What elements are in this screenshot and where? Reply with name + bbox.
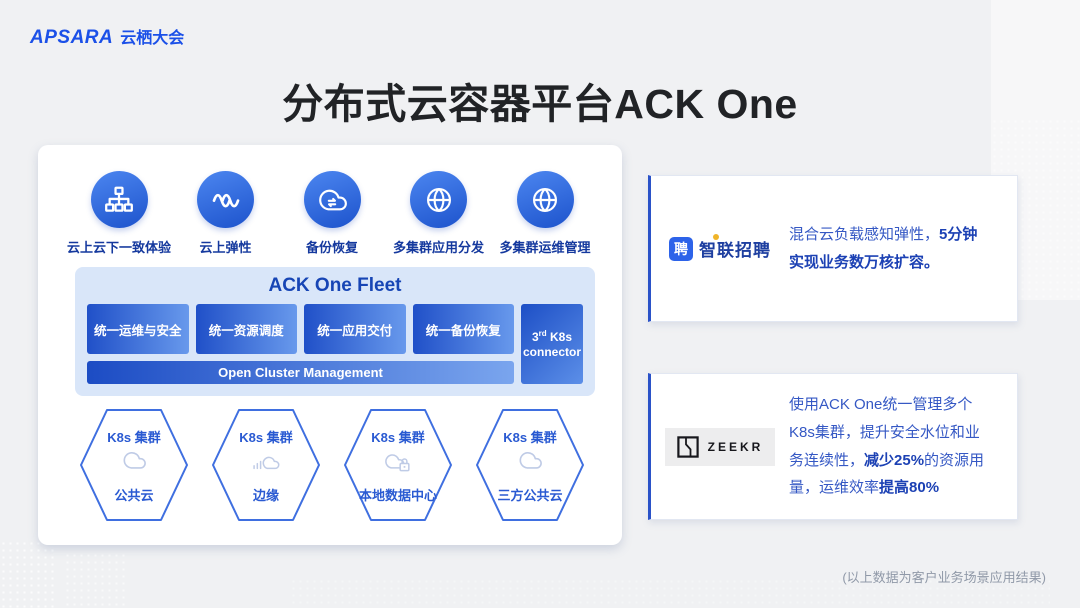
case-card-zeekr: ZEEKR 使用ACK One统一管理多个K8s集群，提升安全水位和业务连续性，…: [648, 373, 1018, 520]
globe-icon: [410, 171, 467, 228]
zhaopin-logo: 聘 智联招聘: [651, 234, 789, 261]
fleet-panel: ACK One Fleet 统一运维与安全 统一资源调度 统一应用交付 统一备份…: [75, 267, 595, 396]
globe-icon: [516, 171, 574, 228]
cloud-lock-icon: [381, 450, 415, 481]
feature-consistent-experience: 云上云下一致体验: [66, 171, 172, 256]
zeekr-case-text: 使用ACK One统一管理多个K8s集群，提升安全水位和业务连续性，减少25%的…: [789, 391, 1017, 502]
fleet-grid: 统一运维与安全 统一资源调度 统一应用交付 统一备份恢复 3rd K8s con…: [87, 304, 583, 384]
case-text-segment: 使用ACK One统一管理多个K8s集群，提升安全水位和业务连续性，: [789, 396, 980, 469]
cluster-local-datacenter: K8s 集群 本地数据中心: [342, 407, 454, 523]
cluster-title: K8s 集群: [107, 429, 161, 445]
architecture-card: 云上云下一致体验 云上弹性 备份恢复: [38, 145, 622, 545]
hexagon-outline: [344, 409, 452, 521]
fleet-module-app-delivery: 统一应用交付: [304, 304, 406, 354]
open-cluster-management-bar: Open Cluster Management: [87, 361, 514, 384]
hexagon-outline: [80, 409, 188, 521]
feature-label: 备份恢复: [305, 240, 358, 255]
case-text-segment: 的资源用量，运维效率: [789, 451, 985, 497]
cluster-type: 本地数据中心: [358, 487, 437, 503]
fleet-title: ACK One Fleet: [268, 275, 402, 296]
zeekr-logo: ZEEKR: [651, 427, 789, 466]
connector-number: 3: [531, 329, 539, 344]
zeekr-mark-icon: [676, 435, 699, 458]
event-logo: APSARA 云栖大会: [30, 24, 184, 49]
cluster-title: K8s 集群: [239, 429, 293, 445]
fleet-module-resource-scheduling: 统一资源调度: [195, 304, 297, 354]
cluster-type: 边缘: [252, 487, 279, 503]
zeekr-company-name: ZEEKR: [707, 439, 764, 454]
zhaopin-case-text: 混合云负载感知弹性，5分钟实现业务数万核扩容。: [789, 221, 1017, 277]
connector-text: K8s connector: [523, 329, 582, 359]
case-text-highlight: 5分钟实现业务数万核扩容: [789, 225, 978, 271]
feature-multicluster-distribution: 多集群应用分发: [386, 171, 492, 256]
feature-cloud-elasticity: 云上弹性: [173, 171, 279, 256]
cluster-row: K8s 集群 公共云 K8s 集群: [78, 407, 586, 523]
cluster-thirdparty-public-cloud: K8s 集群 三方公共云: [474, 407, 586, 523]
cluster-type: 公共云: [114, 487, 154, 503]
fleet-module-backup-restore: 统一备份恢复: [412, 304, 514, 354]
cloud-icon: [117, 450, 151, 481]
feature-label: 多集群应用分发: [392, 240, 484, 255]
cloud-backup-sync-icon: [303, 171, 361, 228]
deco-dots-bottom-center: [290, 578, 1050, 608]
cloud-icon: [513, 450, 547, 481]
cluster-title: K8s 集群: [503, 429, 557, 445]
cluster-public-cloud: K8s 集群 公共云: [78, 407, 190, 523]
feature-row: 云上云下一致体验 云上弹性 备份恢复: [66, 171, 598, 256]
zhaopin-badge-icon: 聘: [669, 236, 693, 261]
case-card-zhaopin: 聘 智联招聘 混合云负载感知弹性，5分钟实现业务数万核扩容。: [648, 175, 1018, 322]
case-text-segment: 。: [924, 253, 940, 271]
feature-label: 云上云下一致体验: [66, 240, 171, 255]
footer-note: (以上数据为客户业务场景应用结果): [842, 570, 1046, 585]
case-text-highlight: 减少25%: [864, 451, 925, 469]
feature-label: 多集群运维管理: [499, 240, 591, 255]
hexagon-outline: [212, 409, 320, 521]
fleet-module-ops-security: 统一运维与安全: [87, 304, 189, 354]
hexagon-outline: [476, 409, 584, 521]
fleet-3rd-k8s-connector: 3rd K8s connector: [521, 304, 583, 384]
page-title: 分布式云容器平台ACK One: [282, 81, 798, 127]
event-name-text: 云栖大会: [120, 30, 185, 47]
feature-label: 云上弹性: [199, 240, 252, 255]
zhaopin-accent-dot: [713, 234, 719, 240]
deco-dots-bottom-left-1: [0, 540, 58, 608]
cluster-edge: K8s 集群 边缘: [210, 407, 322, 523]
connector-ordinal: rd: [538, 328, 547, 338]
apsara-logo-text: APSARA: [30, 27, 114, 48]
feature-multicluster-ops: 多集群运维管理: [492, 171, 598, 256]
zhaopin-company-name: 智联招聘: [699, 241, 771, 260]
elasticity-wave-icon: [197, 171, 254, 228]
cluster-title: K8s 集群: [371, 429, 425, 445]
case-text-segment: 混合云负载感知弹性，: [789, 225, 940, 243]
feature-backup-restore: 备份恢复: [279, 171, 385, 256]
case-text-highlight: 提高80%: [879, 479, 940, 497]
cluster-type: 三方公共云: [497, 487, 563, 503]
deco-dots-bottom-left-2: [64, 552, 128, 608]
edge-signal-cloud-icon: [249, 450, 283, 481]
sitemap-icon: [90, 171, 148, 228]
